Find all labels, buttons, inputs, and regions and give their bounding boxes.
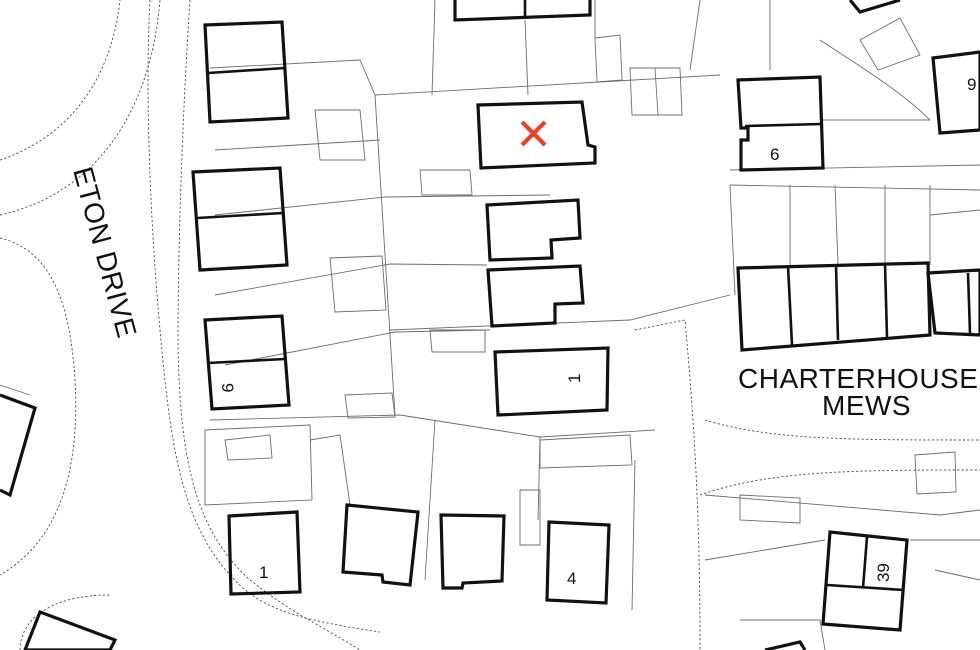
- house-number-4: 4: [567, 569, 576, 588]
- house-number-9-topright: 9: [967, 75, 976, 94]
- building-charterhouse-terrace: [736, 261, 932, 352]
- house-number-6: 6: [770, 145, 779, 164]
- building-bottom-2: [341, 503, 420, 587]
- map-labels: ETON DRIVE CHARTERHOUSE MEWS 6 9 9 1 1 4…: [67, 75, 978, 588]
- eton-drive-east-curb: [147, 0, 381, 633]
- building-bottom-4: [545, 520, 611, 605]
- building-unit-1: [493, 346, 610, 417]
- building-eton-3: [191, 166, 289, 272]
- building-unit-2: [486, 264, 585, 328]
- building-bottom-1: [227, 510, 302, 596]
- building-bottom-3: [439, 513, 506, 590]
- house-number-1-center: 1: [565, 374, 584, 383]
- charterhouse-mews-west-curb: [634, 319, 701, 650]
- x-marker-icon: [520, 120, 547, 147]
- building-top-strip: [453, 0, 592, 22]
- building-eton-1-upper: [203, 20, 290, 124]
- lower-road-curb: [19, 594, 111, 650]
- building-top-right-9: [931, 50, 980, 135]
- building-eton-9: [203, 314, 291, 411]
- building-charterhouse-end: [926, 268, 980, 337]
- house-number-9: 9: [218, 383, 237, 392]
- street-label-eton-drive: ETON DRIVE: [67, 164, 142, 342]
- building-charterhouse-6: [736, 75, 825, 172]
- house-number-1-bottom: 1: [259, 563, 268, 582]
- eton-drive-west-curb: [0, 237, 77, 576]
- eton-drive-inner-edge: [0, 0, 161, 216]
- building-marked-site: [476, 100, 597, 170]
- building-top-right-corner: [848, 0, 901, 14]
- building-bottom-right-stub: [764, 640, 807, 650]
- street-label-charterhouse: CHARTERHOUSE: [738, 363, 978, 394]
- charterhouse-mews-south-curb: [699, 469, 980, 496]
- charterhouse-mews-north-curb: [704, 419, 980, 441]
- building-left-edge: [0, 393, 37, 498]
- eton-drive-east-curb-outer: [177, 0, 361, 650]
- house-number-39: 39: [874, 563, 893, 582]
- building-39: [821, 530, 909, 632]
- eton-drive-outer-edge: [0, 0, 121, 161]
- building-bottom-left: [23, 609, 118, 650]
- street-label-mews: MEWS: [822, 390, 911, 421]
- building-unit-3: [485, 198, 582, 262]
